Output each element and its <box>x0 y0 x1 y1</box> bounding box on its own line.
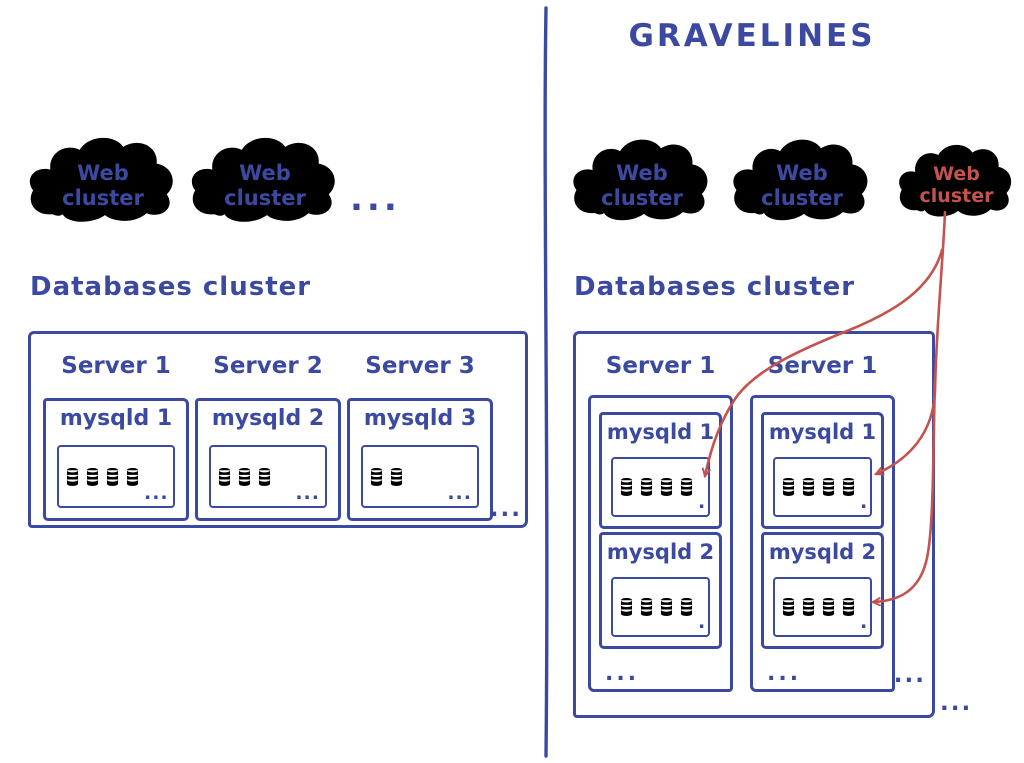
mysqld-box: mysqld 3 ... <box>347 398 493 521</box>
database-icon <box>782 478 795 496</box>
databases-cluster-label: Databases cluster <box>30 272 312 302</box>
server-label: Server 1 <box>61 353 171 379</box>
more-databases-ellipsis: ... <box>295 481 320 504</box>
database-icon <box>238 467 251 486</box>
cloud-label: Web cluster <box>761 161 843 210</box>
mysqld-label: mysqld 1 <box>59 406 173 431</box>
web-cluster-cloud: Web cluster <box>184 131 346 234</box>
databases-cluster-box: Server 1 mysqld 1 ... Server 2 mysqld 2 … <box>28 331 528 528</box>
more-databases-ellipsis: ... <box>144 481 169 504</box>
databases-box: ... <box>57 445 175 508</box>
database-icon <box>640 478 653 496</box>
more-processes-ellipsis: ... <box>605 660 640 686</box>
databases-box: ... <box>611 577 710 637</box>
database-icon <box>842 478 855 496</box>
more-clusters-ellipsis: ... <box>940 690 973 716</box>
database-icon <box>620 478 633 496</box>
database-icon <box>802 598 815 616</box>
mysqld-label: mysqld 3 <box>363 406 477 431</box>
server-column: Server 1 mysqld 1 ... <box>43 334 189 521</box>
databases-box: ... <box>209 445 327 508</box>
mysqld-label: mysqld 1 <box>768 420 877 444</box>
database-icon <box>660 478 673 496</box>
databases-cluster-box: Server 1 mysqld 1 ... mysqld 2 ... <box>573 331 935 718</box>
database-icon <box>842 598 855 616</box>
database-icon <box>106 467 119 486</box>
database-icon <box>680 478 693 496</box>
server-label: Server 1 <box>605 353 716 379</box>
cloud-label: Web cluster <box>224 161 306 210</box>
server-box: mysqld 1 ... mysqld 2 ... ... <box>750 395 895 692</box>
more-databases-ellipsis: ... <box>698 490 708 513</box>
database-icon <box>680 598 693 616</box>
databases-box: ... <box>773 457 872 517</box>
more-processes-ellipsis: ... <box>767 660 802 686</box>
server-column: Server 2 mysqld 2 ... <box>195 334 341 521</box>
database-icon <box>802 478 815 496</box>
databases-box: ... <box>611 457 710 517</box>
database-icon <box>640 598 653 616</box>
server-label: Server 2 <box>213 353 323 379</box>
more-servers-ellipsis: ... <box>489 496 522 522</box>
more-databases-ellipsis: ... <box>860 610 870 633</box>
mysqld-box: mysqld 2 ... <box>761 532 884 649</box>
mysqld-label: mysqld 2 <box>211 406 325 431</box>
mysqld-label: mysqld 2 <box>768 540 877 564</box>
more-clouds-ellipsis: ... <box>350 179 401 219</box>
database-icon <box>822 598 835 616</box>
database-icon <box>370 467 383 486</box>
more-databases-ellipsis: ... <box>447 481 472 504</box>
database-icon <box>86 467 99 486</box>
mysqld-box: mysqld 1 ... <box>43 398 189 521</box>
cloud-label: Web cluster <box>62 161 144 210</box>
more-servers-ellipsis: ... <box>893 662 926 688</box>
database-icon <box>126 467 139 486</box>
database-icon <box>660 598 673 616</box>
cloud-label: Web cluster <box>601 161 683 210</box>
server-label: Server 1 <box>767 353 878 379</box>
database-icon <box>218 467 231 486</box>
more-databases-ellipsis: ... <box>860 490 870 513</box>
server-column: Server 1 mysqld 1 ... mysqld 2 ... <box>750 334 895 692</box>
mysqld-label: mysqld 1 <box>606 420 715 444</box>
server-column: Server 1 mysqld 1 ... mysqld 2 ... <box>588 334 733 692</box>
web-cluster-cloud-new: Web cluster <box>893 139 1020 227</box>
database-icon <box>258 467 271 486</box>
cloud-label: Web cluster <box>919 163 994 207</box>
mysqld-label: mysqld 2 <box>606 540 715 564</box>
database-icon <box>822 478 835 496</box>
mysqld-box: mysqld 1 ... <box>761 412 884 529</box>
more-databases-ellipsis: ... <box>698 610 708 633</box>
server-box: mysqld 1 ... mysqld 2 ... ... <box>588 395 733 692</box>
databases-cluster-label: Databases cluster <box>574 272 856 302</box>
mysqld-box: mysqld 2 ... <box>195 398 341 521</box>
database-icon <box>66 467 79 486</box>
server-column: Server 3 mysqld 3 ... <box>347 334 493 521</box>
server-label: Server 3 <box>365 353 475 379</box>
panel-divider <box>543 6 549 758</box>
web-cluster-cloud: Web cluster <box>22 131 184 234</box>
database-icon <box>620 598 633 616</box>
database-icon <box>782 598 795 616</box>
database-icon <box>390 467 403 486</box>
web-cluster-cloud: Web cluster <box>726 133 878 232</box>
site-title: GRAVELINES <box>628 18 876 54</box>
mysqld-box: mysqld 2 ... <box>599 532 722 649</box>
databases-box: ... <box>361 445 479 508</box>
mysqld-box: mysqld 1 ... <box>599 412 722 529</box>
databases-box: ... <box>773 577 872 637</box>
web-cluster-cloud: Web cluster <box>566 133 718 232</box>
